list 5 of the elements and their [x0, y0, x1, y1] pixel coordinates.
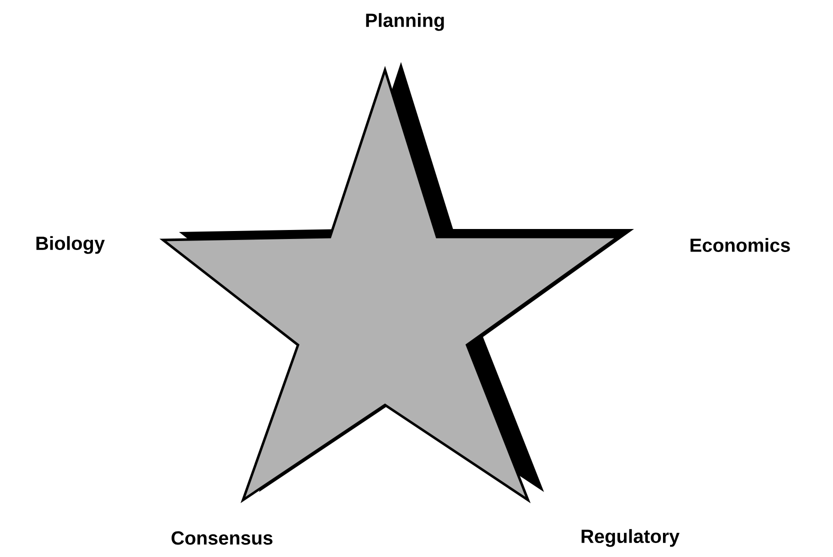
point-label: Regulatory — [582, 529, 680, 547]
point-label: Biology — [36, 236, 105, 254]
point-label: Planning — [366, 13, 444, 31]
point-label: Economics — [690, 238, 790, 252]
point-label: Consensus — [172, 531, 272, 545]
